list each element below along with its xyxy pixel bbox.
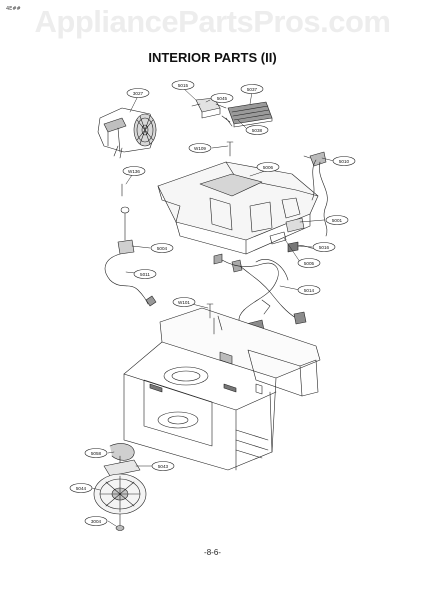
svg-text:5005: 5005 <box>304 261 315 266</box>
svg-text:5058: 5058 <box>91 451 102 456</box>
callout-3027: 3027 <box>126 88 150 98</box>
stirrer-assembly-drawing <box>93 443 147 531</box>
vent-duct-drawing <box>157 161 319 255</box>
page-title: INTERIOR PARTS (II) <box>148 50 277 65</box>
power-cord-drawing <box>303 151 328 237</box>
callout-5005: 5005 <box>297 258 321 268</box>
switch-part-drawing <box>191 97 227 119</box>
callout-5006: 5006 <box>256 162 280 172</box>
callout-5044: 5044 <box>69 483 93 493</box>
svg-text:3004: 3004 <box>91 519 102 524</box>
svg-text:5037: 5037 <box>247 87 258 92</box>
svg-text:W109: W109 <box>194 146 206 151</box>
page-number: -8-6- <box>204 548 221 557</box>
callout-5045: 5045 <box>210 93 234 103</box>
oven-cavity-drawing <box>123 307 321 471</box>
svg-text:5015: 5015 <box>178 83 189 88</box>
svg-text:5004: 5004 <box>157 246 168 251</box>
svg-text:5011: 5011 <box>140 272 150 277</box>
relay-parts-drawing <box>269 217 319 253</box>
callout-5004: 5004 <box>150 243 174 253</box>
callout-w109: W109 <box>188 143 212 153</box>
svg-text:5038: 5038 <box>252 128 263 133</box>
callout-5014: 5014 <box>297 285 321 295</box>
leader-lines <box>91 87 335 527</box>
callout-5001: 5001 <box>325 215 349 225</box>
svg-text:5014: 5014 <box>304 288 315 293</box>
svg-text:5016: 5016 <box>319 245 330 250</box>
svg-text:5045: 5045 <box>217 96 228 101</box>
callout-w101: W101 <box>172 297 196 307</box>
svg-text:3027: 3027 <box>133 91 144 96</box>
corner-code: 4E## <box>6 6 21 12</box>
callout-5015: 5015 <box>171 80 195 90</box>
callout-5058: 5058 <box>84 448 108 458</box>
screw-w109 <box>226 141 234 157</box>
svg-text:5001: 5001 <box>332 218 343 223</box>
callout-3004: 3004 <box>84 516 108 526</box>
callout-5038: 5038 <box>245 125 269 135</box>
svg-text:5006: 5006 <box>263 165 274 170</box>
callout-labels: 3027 5015 5045 5037 5038 W109 5006 5010 <box>69 80 356 526</box>
callout-w136: W136 <box>122 166 146 176</box>
filter-drawing <box>221 101 273 128</box>
svg-text:W136: W136 <box>128 169 140 174</box>
svg-text:W101: W101 <box>178 300 190 305</box>
watermark-logo-text: AppliancePartsPros.com <box>34 4 391 39</box>
callout-5037: 5037 <box>240 84 264 94</box>
callout-5043: 5043 <box>151 461 175 471</box>
callout-5016: 5016 <box>312 242 336 252</box>
screw-w101 <box>206 303 214 319</box>
lamp-socket-drawing <box>104 183 157 307</box>
svg-text:5043: 5043 <box>158 464 169 469</box>
blower-fan-drawing <box>97 107 157 159</box>
svg-text:5010: 5010 <box>339 159 350 164</box>
callout-5010: 5010 <box>332 156 356 166</box>
svg-text:5044: 5044 <box>76 486 87 491</box>
callout-5011: 5011 <box>133 269 157 279</box>
